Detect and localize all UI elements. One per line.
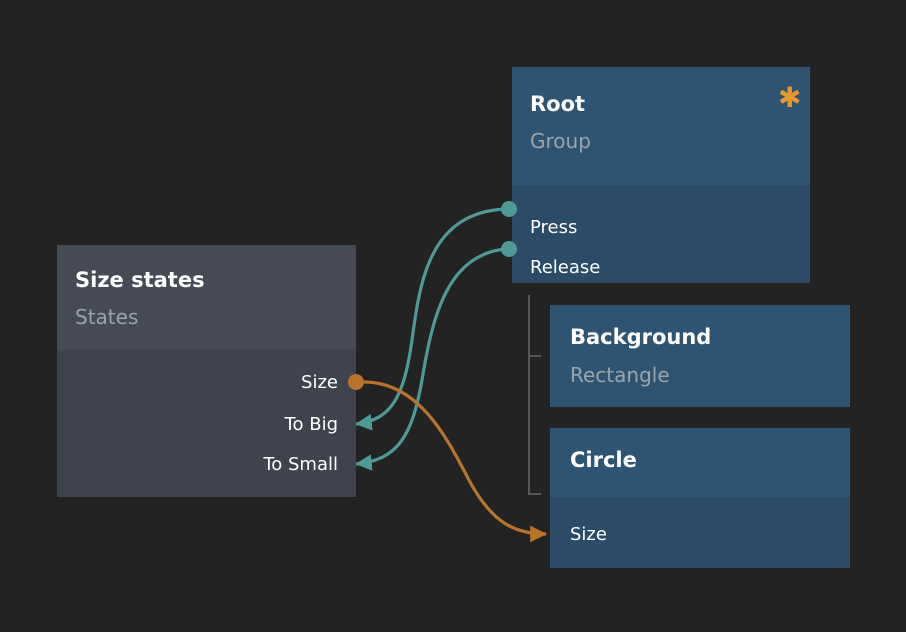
node-root-body: Press Release xyxy=(512,185,810,283)
node-circle-title: Circle xyxy=(570,448,637,472)
port-dot-size[interactable] xyxy=(348,374,364,390)
port-label-circle-size[interactable]: Size xyxy=(570,524,607,545)
node-size-states[interactable]: Size states States Size To Big To Small xyxy=(57,245,356,497)
node-root[interactable]: Root Group ✱ Press Release xyxy=(512,67,810,283)
asterisk-icon[interactable]: ✱ xyxy=(778,81,802,114)
tree-vertical-line xyxy=(528,295,530,495)
edge-press-to-to-big xyxy=(355,207,507,431)
node-circle-body: Size xyxy=(550,497,850,568)
node-background-header: Background Rectangle xyxy=(550,305,850,407)
node-root-title: Root xyxy=(530,92,586,116)
tree-branch-stub-circle xyxy=(528,493,541,495)
node-circle[interactable]: Circle Size xyxy=(550,428,850,568)
node-circle-header: Circle xyxy=(550,428,850,497)
edge-release-to-to-small xyxy=(355,247,507,471)
node-background-title: Background xyxy=(570,325,712,349)
node-background-subtitle: Rectangle xyxy=(570,363,670,387)
port-dot-release[interactable] xyxy=(501,241,517,257)
tree-branch-stub-background xyxy=(528,355,541,357)
node-root-header: Root Group ✱ xyxy=(512,67,810,185)
node-size-states-subtitle: States xyxy=(75,305,139,329)
port-label-press[interactable]: Press xyxy=(530,217,578,238)
node-size-states-body: Size To Big To Small xyxy=(57,350,356,497)
edge-size-to-circle-size xyxy=(363,380,547,543)
port-dot-press[interactable] xyxy=(501,201,517,217)
port-label-to-small[interactable]: To Small xyxy=(263,454,338,475)
node-size-states-title: Size states xyxy=(75,268,205,292)
node-background[interactable]: Background Rectangle xyxy=(550,305,850,407)
port-label-to-big[interactable]: To Big xyxy=(284,414,338,435)
port-label-size[interactable]: Size xyxy=(301,372,338,393)
port-label-release[interactable]: Release xyxy=(530,257,601,278)
node-root-subtitle: Group xyxy=(530,129,591,153)
node-size-states-header: Size states States xyxy=(57,245,356,350)
